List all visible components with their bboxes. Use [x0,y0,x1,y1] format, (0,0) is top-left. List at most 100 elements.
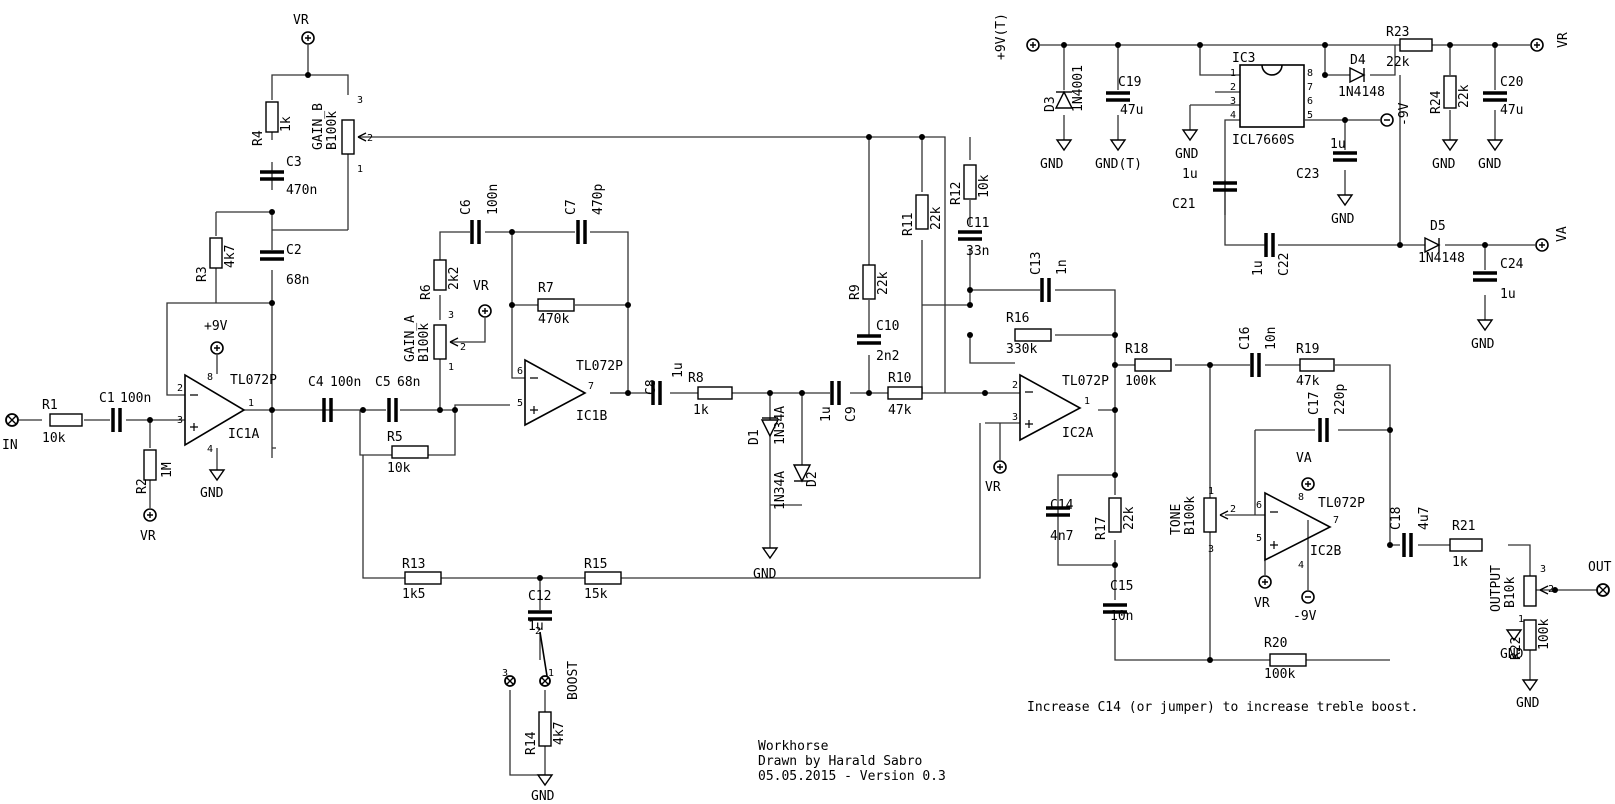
net-label-vr-ic2b: VR [1254,596,1270,611]
resistors [49,38,1537,747]
r1-value: 10k [42,431,66,446]
r14-value: 4k7 [552,722,567,745]
r11-value: 22k [929,206,944,230]
c6-name: C6 [459,199,474,215]
c5 [387,398,398,422]
svg-text:5: 5 [517,398,523,409]
c23-name: C23 [1296,167,1319,182]
svg-text:6: 6 [517,366,523,377]
c22-name: C22 [1277,253,1292,276]
r2-value: 1M [160,462,175,478]
net-label-out: OUT [1588,560,1612,575]
c16-value: 10n [1264,327,1279,350]
net-label-m9v-ic2b: -9V [1293,609,1317,624]
ic1b-type: TL072P [576,359,623,374]
ic1a-type: TL072P [230,373,277,388]
c4-name: C4 [308,375,324,390]
gain-a-pot [433,324,447,360]
ic2b-type: TL072P [1318,496,1365,511]
svg-text:3: 3 [1540,564,1546,575]
c17 [1318,418,1329,442]
net-label-gnd-ic1a: GND [200,486,224,501]
net-label-gnd-output: GND [1500,647,1524,662]
r24 [1443,75,1457,109]
opamp-signs [190,377,1278,549]
r14 [538,711,552,747]
net-label-vr-r2: VR [140,529,156,544]
r19-name: R19 [1296,342,1319,357]
svg-text:3: 3 [357,95,363,106]
c8-value: 1u [671,362,686,378]
svg-text:5: 5 [1256,533,1262,544]
c19 [1106,91,1130,102]
r17-name: R17 [1094,517,1109,540]
c15-value: 10n [1110,609,1133,624]
r2 [143,449,157,481]
c23 [1333,151,1357,162]
c24 [1473,271,1497,282]
r8 [697,386,733,400]
r11-name: R11 [901,213,916,236]
r22-value: 100k [1537,619,1552,650]
svg-text:4: 4 [1230,110,1236,121]
r7 [537,298,575,312]
gain-b-name: GAIN_B [311,103,326,150]
r12-value: 10k [977,174,992,198]
c20 [1483,91,1507,102]
r6-name: R6 [419,284,434,300]
design-note: Increase C14 (or jumper) to increase tre… [1027,700,1418,715]
c19-value: 47u [1120,103,1143,118]
r20-name: R20 [1264,636,1287,651]
svg-text:7: 7 [1333,515,1339,526]
r3-name: R3 [195,266,210,282]
r10 [887,386,923,400]
r10-name: R10 [888,371,911,386]
r10-value: 47k [888,403,912,418]
d4 [1349,66,1366,84]
r8-value: 1k [693,403,709,418]
svg-text:5: 5 [1307,110,1313,121]
net-label-gnd-r22: GND [1516,696,1540,711]
c20-value: 47u [1500,103,1523,118]
ic1a-body [184,373,246,447]
d1-value: 1N34A [773,406,788,445]
net-label-vr-ic2a: VR [985,480,1001,495]
d5-value: 1N4148 [1418,251,1465,266]
gnd-diodes [761,547,779,560]
d4-name: D4 [1350,53,1366,68]
r21 [1449,538,1483,552]
c1-name: C1 [99,391,115,406]
c17-name: C17 [1307,392,1322,415]
r23-name: R23 [1386,25,1409,40]
r9-name: R9 [848,284,863,300]
net-label-p9v: +9V [204,319,228,334]
c4 [322,398,333,422]
c18-value: 4u7 [1417,507,1432,530]
svg-text:1: 1 [357,164,363,175]
opamps [184,64,1332,562]
c21-value: 1u [1182,167,1198,182]
d5-name: D5 [1430,219,1446,234]
c23-value: 1u [1330,137,1346,152]
r16-name: R16 [1006,311,1029,326]
r7-value: 470k [538,312,569,327]
gnd-c23 [1336,194,1354,207]
net-label-gnd-d3: GND [1040,157,1064,172]
svg-text:2: 2 [1230,82,1236,93]
c15 [1103,603,1127,614]
r23-value: 22k [1386,55,1410,70]
title-name: Workhorse [758,739,829,754]
r15-name: R15 [584,557,607,572]
c15-name: C15 [1110,579,1133,594]
svg-text:1: 1 [548,668,554,679]
svg-text:3: 3 [177,415,183,426]
gnd-c20 [1486,139,1504,152]
r5-value: 10k [387,461,411,476]
c6-value: 100n [486,184,501,215]
r15-value: 15k [584,587,608,602]
tone-value: B100k [1183,496,1198,535]
c9-value: 1u [819,406,834,422]
svg-text:8: 8 [1307,68,1313,79]
r17-value: 22k [1122,506,1137,530]
ic3-name: IC3 [1232,51,1255,66]
